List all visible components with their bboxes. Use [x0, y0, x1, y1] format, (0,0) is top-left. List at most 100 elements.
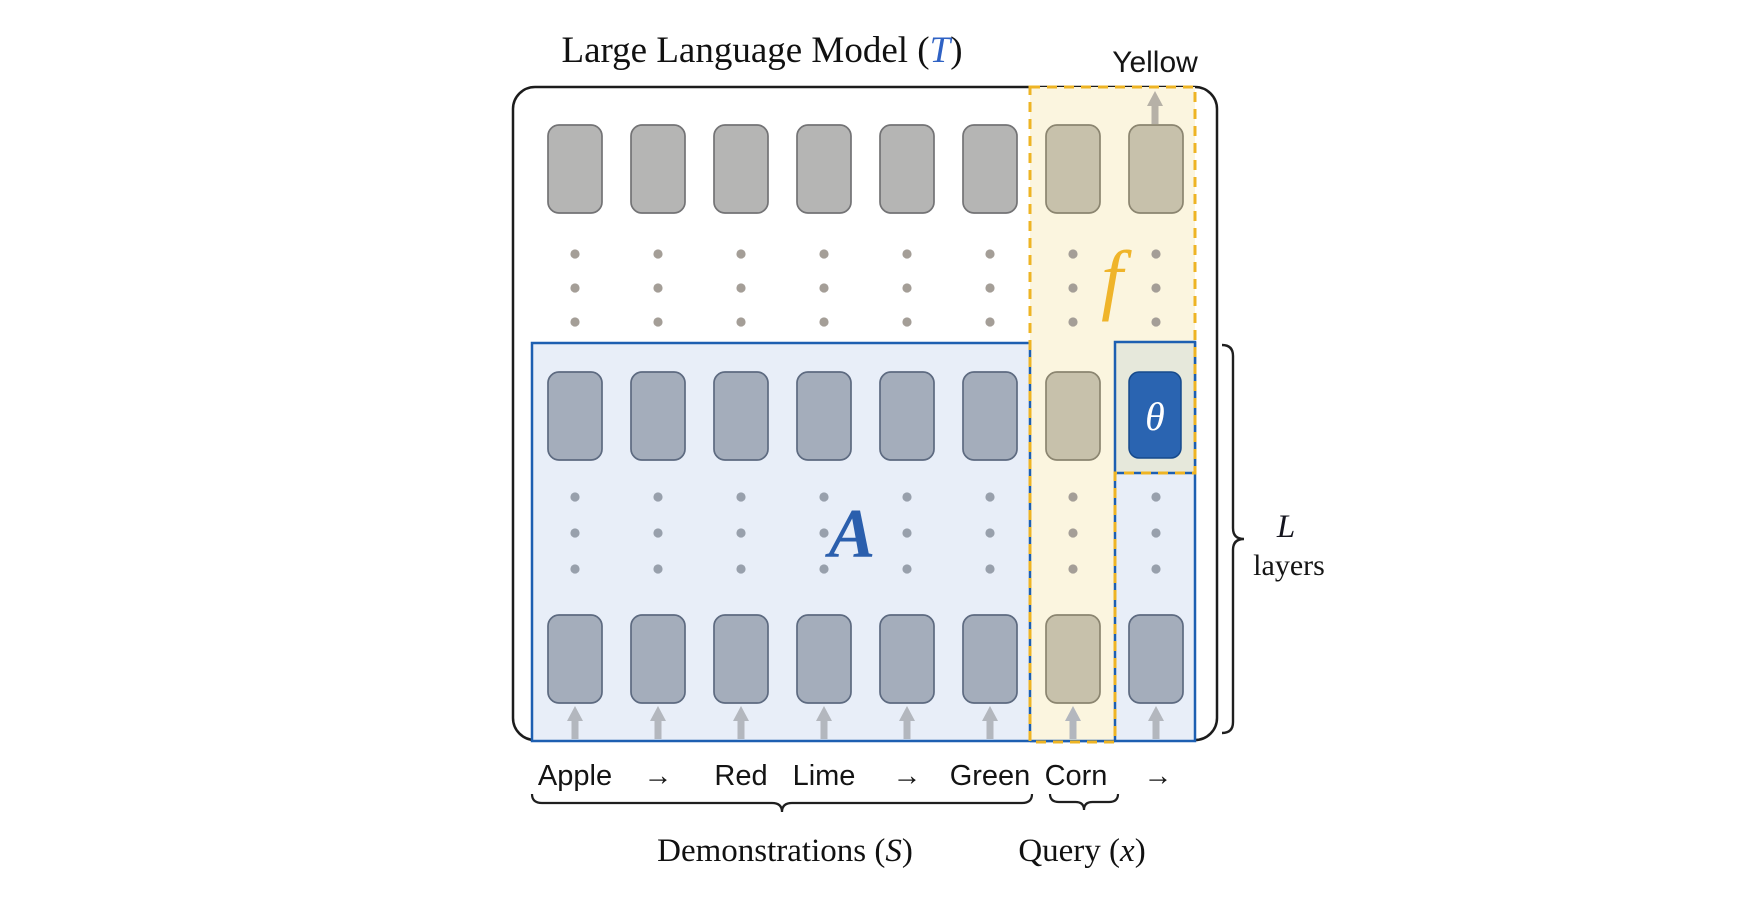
hidden-state-box [879, 124, 935, 214]
ellipsis-dot [985, 564, 995, 574]
demonstrations-symbol: S [885, 833, 902, 869]
demonstrations-caption-suffix: ) [902, 833, 913, 869]
hidden-state-row-middle [547, 371, 1182, 461]
ellipsis-dot [736, 249, 746, 259]
function-region-border [1028, 85, 1197, 744]
query-caption-suffix: ) [1135, 833, 1146, 869]
ellipsis-dot [653, 492, 663, 502]
hidden-state-box [962, 614, 1018, 704]
hidden-state-box [547, 614, 603, 704]
ellipsis-dot [902, 317, 912, 327]
ellipsis-dot [1068, 317, 1078, 327]
query-caption-prefix: Query ( [1018, 833, 1120, 869]
ellipsis-dot [985, 317, 995, 327]
figure-title: Large Language Model (T) [561, 30, 962, 71]
ellipsis-dot [902, 492, 912, 502]
token-arrow-label: → [644, 760, 673, 792]
hidden-state-box [879, 371, 935, 461]
token-label: Green [950, 760, 1031, 792]
ellipsis-dot [570, 528, 580, 538]
ellipsis-dot [653, 283, 663, 293]
ellipsis-dot [570, 317, 580, 327]
ellipsis-dot [819, 249, 829, 259]
token-label: Red [714, 760, 767, 792]
figure-title-suffix: ) [950, 30, 962, 71]
hidden-state-box [962, 371, 1018, 461]
ellipsis-dot [985, 249, 995, 259]
hidden-state-box [547, 124, 603, 214]
model-symbol: T [930, 30, 953, 71]
query-caption: Query (x) [1018, 833, 1145, 869]
task-vector-symbol: θ [1145, 394, 1165, 439]
input-token-labels: Apple → Red Lime → Green Corn → [538, 760, 1173, 792]
ellipsis-dot [985, 528, 995, 538]
ellipsis-dot [570, 283, 580, 293]
output-label: Yellow [1112, 46, 1198, 79]
ellipsis-dot [1151, 564, 1161, 574]
ellipsis-dot [1151, 249, 1161, 259]
ellipsis-dot [570, 564, 580, 574]
hidden-state-box-query [1045, 614, 1101, 704]
hidden-state-box [796, 124, 852, 214]
ellipsis-dot [736, 317, 746, 327]
query-symbol: x [1119, 833, 1135, 869]
hidden-state-row-bottom [547, 614, 1184, 704]
figure-title-prefix: Large Language Model ( [561, 30, 929, 71]
hidden-state-row-top [547, 124, 1184, 214]
ellipsis-dot [902, 283, 912, 293]
ellipsis-dot [653, 528, 663, 538]
ellipsis-dot [819, 492, 829, 502]
layers-label: layers [1253, 549, 1325, 582]
hidden-state-box [713, 614, 769, 704]
ellipsis-dot [653, 564, 663, 574]
ellipsis-dot [819, 283, 829, 293]
ellipsis-dot [1068, 492, 1078, 502]
hidden-state-box-output [1128, 614, 1184, 704]
token-label: Lime [793, 760, 856, 792]
ellipsis-dot [736, 564, 746, 574]
ellipsis-dot [819, 317, 829, 327]
ellipsis-dot [902, 528, 912, 538]
demonstrations-underbrace [530, 793, 1034, 813]
ellipsis-dot [736, 528, 746, 538]
ellipsis-dot [819, 564, 829, 574]
ellipsis-dot [1151, 283, 1161, 293]
hidden-state-box [630, 371, 686, 461]
token-label: Corn [1045, 760, 1108, 792]
task-vector-box [1128, 371, 1182, 459]
token-arrow-label: → [893, 760, 922, 792]
ellipsis-dot [736, 283, 746, 293]
ellipsis-dot [902, 249, 912, 259]
query-underbrace [1048, 793, 1120, 811]
hidden-state-box [879, 614, 935, 704]
ellipsis-dot [1068, 249, 1078, 259]
hidden-state-box [962, 124, 1018, 214]
ellipsis-dot [653, 249, 663, 259]
hidden-state-box [547, 371, 603, 461]
hidden-state-box [713, 371, 769, 461]
ellipsis-dot [653, 317, 663, 327]
ellipsis-dot [1068, 564, 1078, 574]
demonstrations-caption-prefix: Demonstrations ( [657, 833, 885, 869]
ellipsis-dot [985, 283, 995, 293]
ellipsis-dot [1068, 528, 1078, 538]
layers-count-symbol: L [1276, 509, 1295, 545]
layers-brace [1221, 343, 1245, 735]
ellipsis-dot [736, 492, 746, 502]
hidden-state-box [796, 614, 852, 704]
hidden-state-box [713, 124, 769, 214]
ellipsis-dot [985, 492, 995, 502]
token-label: Apple [538, 760, 612, 792]
ellipsis-dots-layer [570, 249, 1161, 574]
token-arrow-label: → [1144, 760, 1173, 792]
ellipsis-dot [570, 492, 580, 502]
ellipsis-dot [1068, 283, 1078, 293]
hidden-state-box-query [1045, 124, 1101, 214]
ellipsis-dot [902, 564, 912, 574]
ellipsis-dot [1151, 528, 1161, 538]
attention-symbol: A [825, 496, 876, 573]
ellipsis-dot [1151, 317, 1161, 327]
hidden-state-box-query [1045, 371, 1101, 461]
